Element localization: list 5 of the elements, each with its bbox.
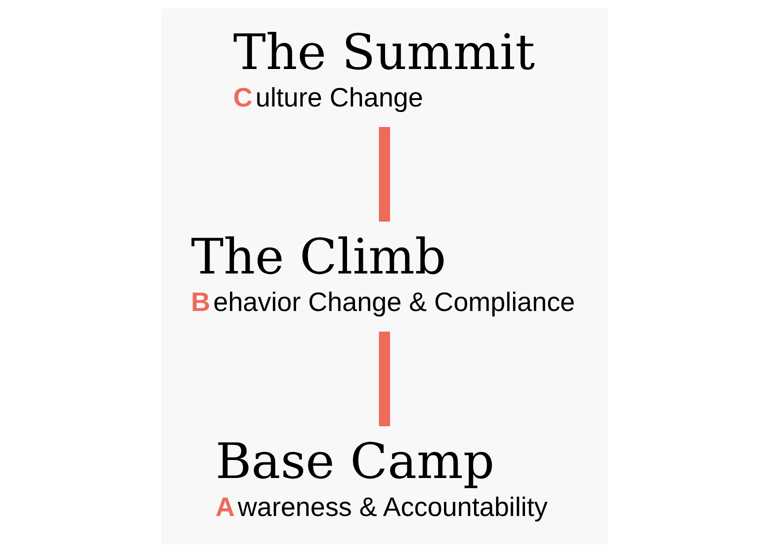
node-text: Base Camp Awareness & Accountability xyxy=(214,432,548,522)
connector xyxy=(378,127,390,222)
node-text: The Climb Behavior Change & Compliance xyxy=(190,228,575,318)
connector xyxy=(378,332,390,426)
node-text: The Summit Culture Change xyxy=(232,24,534,113)
